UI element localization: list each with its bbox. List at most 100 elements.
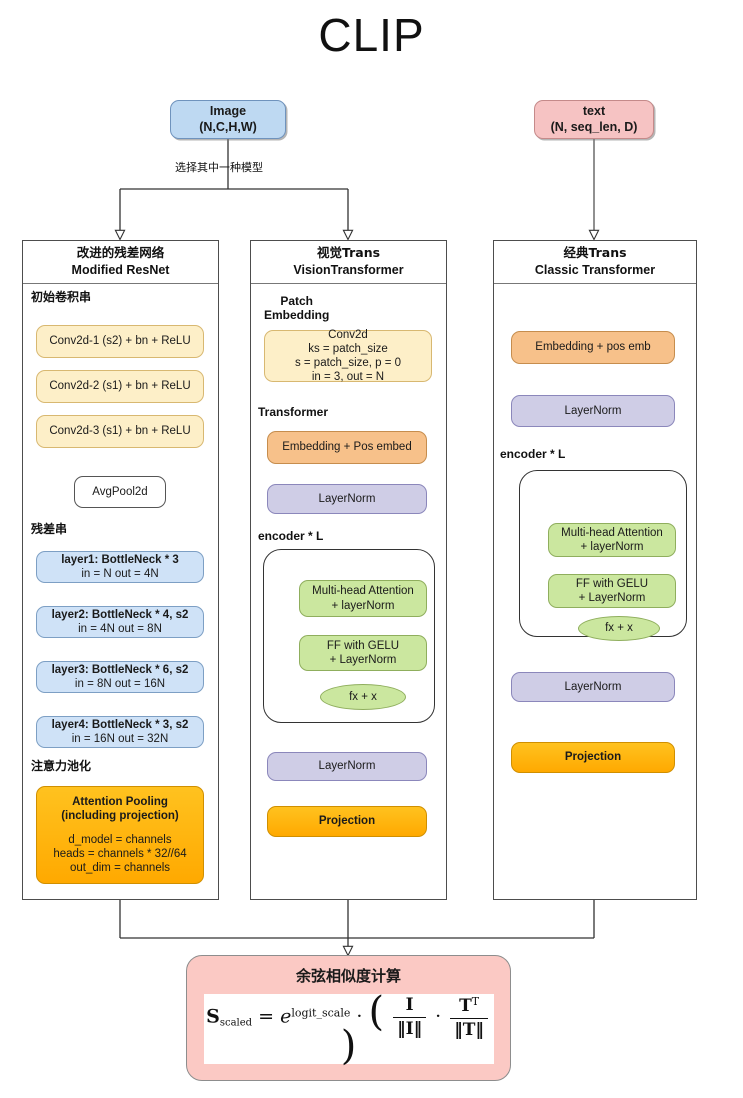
input-image-line2: (N,C,H,W) bbox=[199, 119, 257, 134]
classic-embedding-label: Embedding + pos emb bbox=[535, 341, 651, 354]
patch-conv-ks: ks = patch_size bbox=[308, 342, 388, 355]
formula-open-paren: ( bbox=[368, 988, 385, 1035]
layer4-title: layer4: BottleNeck * 3, s2 bbox=[51, 718, 189, 731]
vit-projection-label: Projection bbox=[318, 815, 376, 828]
patch-conv-stride: s = patch_size, p = 0 bbox=[294, 357, 402, 369]
classic-encoder-label: encoder * L bbox=[500, 447, 566, 461]
cosine-similarity-node: 余弦相似度计算 Sscaled = elogit_scale · ( I ‖I‖… bbox=[186, 955, 511, 1081]
vit-group1-label: Patch Embedding bbox=[264, 294, 330, 323]
patch-conv-name: Conv2d bbox=[328, 328, 368, 341]
formula-dot-2: · bbox=[435, 1005, 442, 1028]
classic-layernorm-1-label: LayerNorm bbox=[564, 404, 622, 417]
vit-mha-title: Multi-head Attention bbox=[312, 585, 414, 598]
classic-layernorm-2-label: LayerNorm bbox=[564, 680, 622, 693]
patch-embedding-conv-node: Conv2d ks = patch_size s = patch_size, p… bbox=[264, 328, 432, 383]
attention-pooling-node: Attention Pooling (including projection)… bbox=[36, 786, 204, 884]
resnet-header-en: Modified ResNet bbox=[71, 263, 170, 277]
vit-mha-node: Multi-head Attention + layerNorm bbox=[299, 580, 427, 617]
formula-text-fraction: TT ‖T‖ bbox=[450, 995, 488, 1040]
layer3-node: layer3: BottleNeck * 6, s2 in = 8N out =… bbox=[36, 661, 204, 693]
avgpool2d-label: AvgPool2d bbox=[92, 485, 148, 498]
attention-pooling-subtitle: (including projection) bbox=[61, 809, 179, 822]
vit-header: 视觉Trans VisionTransformer bbox=[251, 241, 446, 284]
classic-header-cn: 经典Trans bbox=[563, 245, 627, 261]
avgpool2d-node: AvgPool2d bbox=[74, 476, 166, 508]
vit-encoder-label: encoder * L bbox=[258, 529, 324, 543]
cosine-similarity-formula-card: Sscaled = elogit_scale · ( I ‖I‖ · TT ‖T… bbox=[203, 992, 494, 1066]
classic-projection-label: Projection bbox=[564, 751, 622, 764]
formula-lhs: S bbox=[206, 1005, 220, 1028]
layer1-title: layer1: BottleNeck * 3 bbox=[61, 553, 179, 566]
classic-residual-label: fx + x bbox=[605, 622, 633, 635]
conv2d-2-node: Conv2d-2 (s1) + bn + ReLU bbox=[36, 370, 204, 403]
formula-num-image: I bbox=[405, 995, 414, 1016]
vit-projection-node: Projection bbox=[267, 806, 427, 837]
formula-e: e bbox=[280, 1005, 292, 1028]
formula-den-text: ‖T‖ bbox=[454, 1019, 484, 1040]
vit-ff-node: FF with GELU + LayerNorm bbox=[299, 635, 427, 671]
classic-header-en: Classic Transformer bbox=[534, 263, 656, 277]
layer2-title: layer2: BottleNeck * 4, s2 bbox=[51, 608, 189, 621]
classic-residual-node: fx + x bbox=[578, 616, 660, 641]
resnet-header: 改进的残差网络 Modified ResNet bbox=[23, 241, 218, 284]
layer4-dims: in = 16N out = 32N bbox=[71, 733, 169, 745]
layer3-title: layer3: BottleNeck * 6, s2 bbox=[51, 663, 189, 676]
formula-image-fraction: I ‖I‖ bbox=[393, 995, 427, 1040]
classic-layernorm-1-node: LayerNorm bbox=[511, 395, 675, 427]
conv2d-1-node: Conv2d-1 (s2) + bn + ReLU bbox=[36, 325, 204, 358]
formula-num-text: T bbox=[459, 995, 472, 1016]
vit-header-cn: 视觉Trans bbox=[316, 245, 381, 261]
layer4-node: layer4: BottleNeck * 3, s2 in = 16N out … bbox=[36, 716, 204, 748]
cosine-similarity-heading: 余弦相似度计算 bbox=[295, 967, 401, 985]
resnet-group3-label: 注意力池化 bbox=[31, 759, 92, 773]
resnet-header-cn: 改进的残差网络 bbox=[76, 245, 165, 261]
vit-layernorm-2-node: LayerNorm bbox=[267, 752, 427, 781]
branch-label: 选择其中一种模型 bbox=[175, 161, 263, 174]
vit-mha-norm: + layerNorm bbox=[331, 599, 395, 612]
vit-ff-title: FF with GELU bbox=[326, 639, 400, 652]
classic-embedding-node: Embedding + pos emb bbox=[511, 331, 675, 364]
classic-projection-node: Projection bbox=[511, 742, 675, 773]
vit-embedding-node: Embedding + Pos embed bbox=[267, 431, 427, 464]
vit-group2-label: Transformer bbox=[258, 405, 329, 419]
formula-equals: = bbox=[258, 1005, 275, 1028]
attention-pooling-outdim: out_dim = channels bbox=[69, 862, 171, 875]
input-text-line1: text bbox=[582, 104, 606, 119]
page-title: CLIP bbox=[318, 9, 425, 61]
classic-layernorm-2-node: LayerNorm bbox=[511, 672, 675, 702]
classic-header: 经典Trans Classic Transformer bbox=[494, 241, 696, 284]
vit-residual-label: fx + x bbox=[349, 690, 377, 703]
classic-ff-title: FF with GELU bbox=[575, 577, 649, 590]
attention-pooling-heads: heads = channels * 32//64 bbox=[53, 848, 187, 860]
formula-den-image: ‖I‖ bbox=[397, 1019, 423, 1040]
classic-mha-norm: + layerNorm bbox=[580, 541, 644, 553]
layer2-node: layer2: BottleNeck * 4, s2 in = 4N out =… bbox=[36, 606, 204, 638]
formula-close-paren: ) bbox=[340, 1023, 357, 1070]
input-text-line2: (N, seq_len, D) bbox=[550, 119, 638, 134]
conv2d-3-node: Conv2d-3 (s1) + bn + ReLU bbox=[36, 415, 204, 448]
vit-embedding-label: Embedding + Pos embed bbox=[282, 441, 412, 454]
conv2d-1-label: Conv2d-1 (s2) + bn + ReLU bbox=[49, 335, 191, 348]
classic-mha-node: Multi-head Attention + layerNorm bbox=[548, 523, 676, 557]
vit-layernorm-1-label: LayerNorm bbox=[318, 492, 376, 505]
formula-lhs-sub: scaled bbox=[219, 1017, 253, 1029]
vit-residual-node: fx + x bbox=[320, 684, 406, 710]
layer1-node: layer1: BottleNeck * 3 in = N out = 4N bbox=[36, 551, 204, 583]
formula-dot-1: · bbox=[356, 1005, 363, 1028]
classic-ff-node: FF with GELU + LayerNorm bbox=[548, 574, 676, 608]
input-image-node: Image (N,C,H,W) bbox=[170, 100, 286, 139]
vit-header-en: VisionTransformer bbox=[293, 263, 404, 277]
conv2d-2-label: Conv2d-2 (s1) + bn + ReLU bbox=[49, 380, 191, 393]
vit-ff-norm: + LayerNorm bbox=[329, 654, 397, 666]
cosine-similarity-formula: Sscaled = elogit_scale · ( I ‖I‖ · TT ‖T… bbox=[204, 992, 494, 1066]
classic-ff-norm: + LayerNorm bbox=[578, 592, 646, 604]
resnet-group2-label: 残差串 bbox=[31, 522, 68, 536]
layer1-dims: in = N out = 4N bbox=[81, 568, 159, 580]
vit-encoder-loop bbox=[263, 549, 435, 723]
layer2-dims: in = 4N out = 8N bbox=[78, 623, 162, 635]
vit-layernorm-2-label: LayerNorm bbox=[318, 760, 376, 773]
attention-pooling-title: Attention Pooling bbox=[72, 795, 168, 808]
layer3-dims: in = 8N out = 16N bbox=[74, 678, 166, 690]
classic-mha-title: Multi-head Attention bbox=[561, 526, 663, 539]
